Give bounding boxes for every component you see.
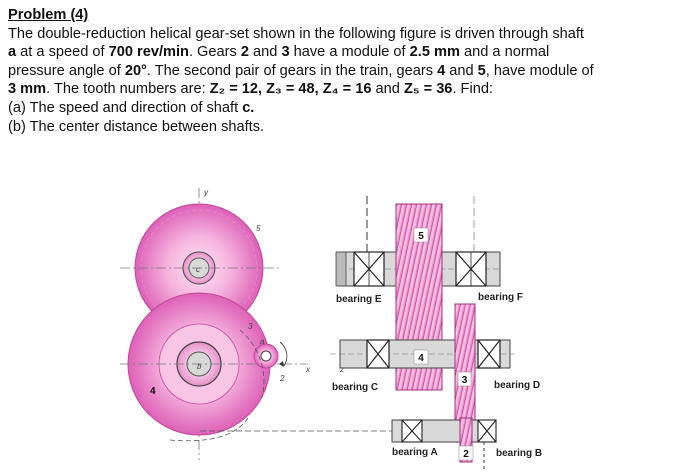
gear-4-ref: 4 [437, 62, 446, 79]
problem-intro-line-3: pressure angle of 20°. The second pair o… [8, 62, 672, 81]
problem-intro-line-4: 3 mm. The tooth numbers are: Z₂ = 12, Z₃… [8, 80, 672, 99]
intro-text: . Gears [188, 44, 241, 61]
intro-text: . The second pair of gears in the train,… [146, 62, 438, 79]
intro-text: and [445, 62, 478, 79]
intro-text: The double-reduction helical gear-set sh… [8, 25, 584, 42]
input-speed: 700 rev/min [108, 44, 189, 61]
intro-text: . Find: [452, 81, 493, 98]
intro-text: pressure angle of [8, 62, 125, 79]
gear-5-ref: 5 [477, 62, 486, 79]
gear-4-ring-label: 4 [150, 386, 156, 397]
bearing-F-label: bearing F [478, 292, 523, 303]
intro-text: and [248, 44, 282, 61]
gear-4-label-box [413, 349, 429, 365]
intro-text: at a speed of [16, 44, 109, 61]
y-axis-label: y [203, 188, 209, 197]
question-a-text: (a) The speed and direction of shaft [8, 99, 243, 116]
problem-intro-line-1: The double-reduction helical gear-set sh… [8, 25, 672, 44]
bearing-B-label: bearing B [496, 448, 542, 459]
shaft-a-side [391, 419, 497, 443]
gear-3-label: 3 [462, 375, 468, 386]
gear-2-ring-label: 2 [279, 374, 285, 383]
bearing-F-symbol [455, 251, 487, 287]
intro-text: have a module of [289, 44, 410, 61]
pitch-arc-lower [169, 417, 249, 442]
bearing-C-symbol [366, 339, 390, 369]
intro-text: and [371, 81, 404, 98]
gear-4-label: 4 [418, 353, 424, 364]
bearing-E-symbol [353, 251, 385, 287]
z-axis-label: z [339, 365, 344, 374]
bearing-E-label: bearing E [336, 294, 382, 305]
shaft-a-mark: a [260, 337, 265, 346]
tooth-number-z5: Z₅ = 36 [403, 81, 453, 98]
shaft-a: a [8, 44, 17, 61]
bearing-C-label: bearing C [332, 382, 378, 393]
gear-3-ring-label: 3 [248, 322, 253, 331]
module-2: 3 mm [8, 81, 47, 98]
gear-2-ref: 2 [240, 44, 249, 61]
bearing-A-label: bearing A [392, 447, 438, 458]
gear-5-label: 5 [418, 231, 424, 242]
bearing-D-symbol [477, 339, 501, 369]
tooth-numbers: Z₂ = 12, Z₃ = 48, Z₄ = 16 [209, 81, 372, 98]
module-1: 2.5 mm [409, 44, 460, 61]
question-b: (b) The center distance between shafts. [8, 118, 265, 135]
problem-intro-line-2: a at a speed of 700 rev/min. Gears 2 and… [8, 43, 672, 62]
gear-2-front-view: 2 a [253, 337, 288, 383]
gear-2-label: 2 [463, 449, 469, 460]
intro-text: . The tooth numbers are: [46, 81, 210, 98]
problem-text: Problem (4) The double-reduction helical… [8, 6, 672, 136]
bearing-D-label: bearing D [494, 380, 540, 391]
problem-title: Problem (4) [8, 7, 89, 23]
gear-3-ref: 3 [281, 44, 290, 61]
pressure-angle: 20° [124, 62, 147, 79]
shaft-c-mark: c [196, 265, 200, 274]
gear-3-side-view: 3 [454, 303, 476, 429]
gear-2-label-box [458, 445, 474, 461]
intro-text: , have module of [485, 62, 594, 79]
shaft-c-ref: c. [242, 99, 255, 116]
pitch-arc [239, 329, 265, 399]
shaft-b-mark: b [197, 362, 202, 371]
gear-5-ring-label: 5 [256, 224, 261, 233]
intro-text: and a normal [459, 44, 550, 61]
question-a: (a) The speed and direction of shaft c. [8, 99, 672, 118]
x-axis-label: x [305, 365, 311, 374]
